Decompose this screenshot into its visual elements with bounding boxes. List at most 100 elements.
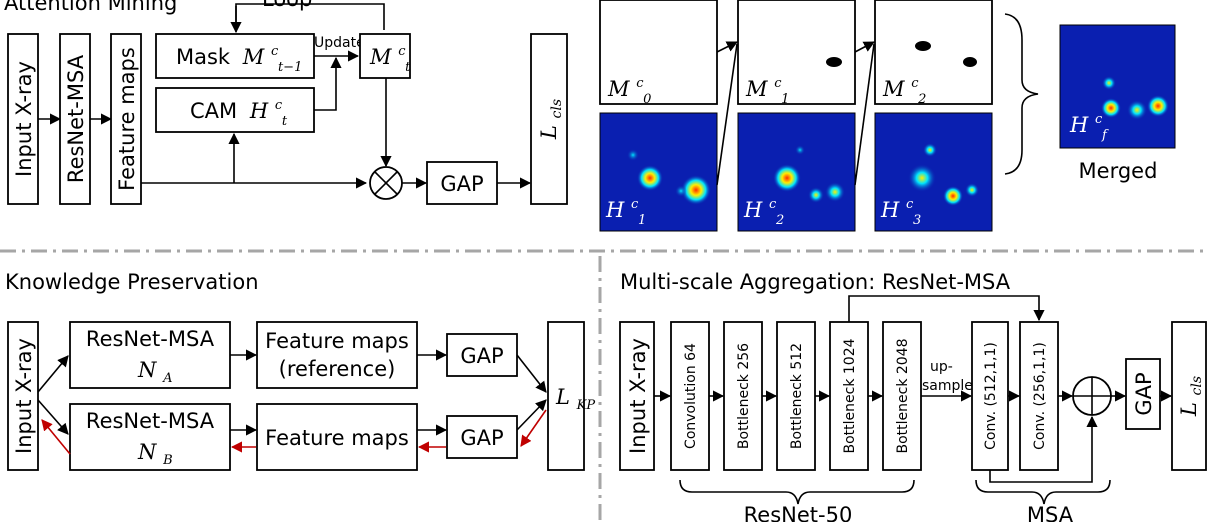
kp-gap-b-box xyxy=(446,415,518,459)
msa-input-box xyxy=(619,321,655,471)
kp-input-to-b-arrow xyxy=(37,399,69,435)
cam-box xyxy=(155,87,315,133)
kp-net-a-box xyxy=(69,321,231,389)
msa-layer-1-box xyxy=(723,321,763,471)
kp-net-a-sym: N A xyxy=(137,358,172,386)
msa-title: Multi-scale Aggregation: ResNet-MSA xyxy=(620,270,1011,294)
upsample-label-2: sample xyxy=(922,378,973,394)
msa-input-label: Input X-ray xyxy=(626,338,650,454)
mask-map-2: M c 2 xyxy=(874,0,993,107)
am-input-label: Input X-ray xyxy=(12,61,36,177)
mask-blob xyxy=(826,57,842,67)
kp-gap-a-to-loss-arrow xyxy=(516,354,547,393)
heatmap-1-label: H c 1 xyxy=(605,189,646,228)
merge-brace xyxy=(1004,13,1039,175)
kp-loss-to-gap-back-arrow xyxy=(520,409,547,447)
msa-layers: Convolution 64 Bottleneck 256 Bottleneck… xyxy=(670,321,922,471)
update-label: Update xyxy=(314,35,365,51)
mask-blob xyxy=(915,41,931,51)
msa-layer-4-box xyxy=(882,321,922,471)
mask-map-1: M c 1 xyxy=(737,0,856,107)
kp-gap-b-to-loss-arrow xyxy=(516,399,547,431)
kp-feat-ref-label-1: Feature maps xyxy=(265,329,409,353)
msa-layer-4-label: Bottleneck 2048 xyxy=(895,338,911,453)
msa-label: MSA xyxy=(1027,503,1074,522)
msa-layer-1-label: Bottleneck 256 xyxy=(736,343,752,449)
am-backbone-label: ResNet-MSA xyxy=(64,54,88,183)
kp-feat-box xyxy=(256,403,418,471)
msa-layer-2-label: Bottleneck 512 xyxy=(789,343,805,449)
heatmap-2: H c 2 xyxy=(737,112,856,232)
am-loss-label: L cls xyxy=(537,99,565,140)
msa-brace xyxy=(975,479,1111,505)
kp-gap-a-label: GAP xyxy=(460,344,503,368)
kp-input-label: Input X-ray xyxy=(12,338,36,454)
knowledge-preservation-title: Knowledge Preservation xyxy=(5,270,259,294)
merged-label: Merged xyxy=(1079,159,1158,183)
kp-b-to-input-back-arrow xyxy=(41,419,71,455)
heatmap-2-label: H c 2 xyxy=(743,189,784,228)
cam-to-update-arrow xyxy=(314,56,342,111)
heatmap-3-label: H c 3 xyxy=(880,189,921,228)
maps-section: M c 0 M c 1 M c 2 xyxy=(599,0,1176,232)
cam-label: CAM H c t xyxy=(190,90,289,129)
msa-loss-box xyxy=(1171,321,1207,471)
msa-loss-label: L cls xyxy=(1177,376,1205,417)
mask-map-1-label: M c 1 xyxy=(745,68,789,107)
skip-connection-arrow xyxy=(848,295,1045,322)
msa-section: Multi-scale Aggregation: ResNet-MSA Inpu… xyxy=(619,270,1207,522)
mask-map-0-label: M c 0 xyxy=(607,68,651,107)
merged-heatmap: H c f xyxy=(1059,24,1176,149)
resnet50-label: ResNet-50 xyxy=(744,503,853,522)
msa-layer-3-box xyxy=(829,321,869,471)
msa-gap-label: GAP xyxy=(1132,372,1156,415)
heatmap-1: H c 1 xyxy=(599,112,718,232)
kp-net-b-box xyxy=(69,403,231,471)
am-features-box xyxy=(110,33,142,205)
merged-heatmap-label: H c f xyxy=(1069,104,1109,143)
am-loss-box xyxy=(530,33,568,205)
conv1-residual-arrow xyxy=(989,415,1098,483)
kp-net-b-sym: N B xyxy=(137,440,173,468)
kp-gap-b-label: GAP xyxy=(460,426,503,450)
mask-box xyxy=(155,33,315,79)
msa-layer-2-box xyxy=(776,321,816,471)
am-gap-box xyxy=(426,161,498,205)
kp-input-box xyxy=(7,321,39,471)
attention-mining-title: Attention Mining xyxy=(4,0,177,15)
mask-0-to-1-arrow xyxy=(716,41,739,53)
multiply-operator xyxy=(369,166,403,200)
loop-label: Loop xyxy=(262,0,312,11)
attention-mining-section: Attention Mining Loop Input X-ray ResNet… xyxy=(4,0,568,205)
sum-operator xyxy=(1072,376,1112,416)
mt-box xyxy=(359,33,411,79)
mask-label: Mask M c t−1 xyxy=(176,36,302,75)
heat-1-to-mask-1-line xyxy=(716,43,738,186)
mask-map-0: M c 0 xyxy=(599,0,718,107)
heat-2-to-mask-2-line xyxy=(854,43,875,186)
mask-1-to-2-arrow xyxy=(854,41,875,53)
mt-label: M c t xyxy=(369,36,412,75)
msa-conv1-label: Conv. (512,1,1) xyxy=(983,342,999,450)
msa-conv2-label: Conv. (256,1,1) xyxy=(1032,342,1048,450)
heatmap-3: H c 3 xyxy=(874,112,993,232)
upsample-label-1: up- xyxy=(930,359,953,375)
kp-input-to-a-arrow xyxy=(37,355,69,393)
kp-loss-box xyxy=(547,321,585,471)
am-backbone-box xyxy=(59,33,91,205)
msa-layer-0-label: Convolution 64 xyxy=(683,343,699,449)
am-gap-label: GAP xyxy=(440,172,483,196)
kp-feat-ref-label-2: (reference) xyxy=(279,357,396,381)
kp-net-b-label: ResNet-MSA xyxy=(86,409,215,433)
am-features-label: Feature maps xyxy=(115,47,139,191)
mask-blob xyxy=(963,57,977,67)
msa-gap-box xyxy=(1125,358,1161,430)
resnet50-brace xyxy=(679,479,915,505)
kp-loss-label: L KP xyxy=(555,385,595,413)
kp-feat-ref-box xyxy=(256,321,418,389)
msa-layer-3-label: Bottleneck 1024 xyxy=(842,338,858,453)
kp-feat-label: Feature maps xyxy=(265,426,409,450)
mask-map-2-label: M c 2 xyxy=(882,68,926,107)
kp-gap-a-box xyxy=(446,333,518,377)
